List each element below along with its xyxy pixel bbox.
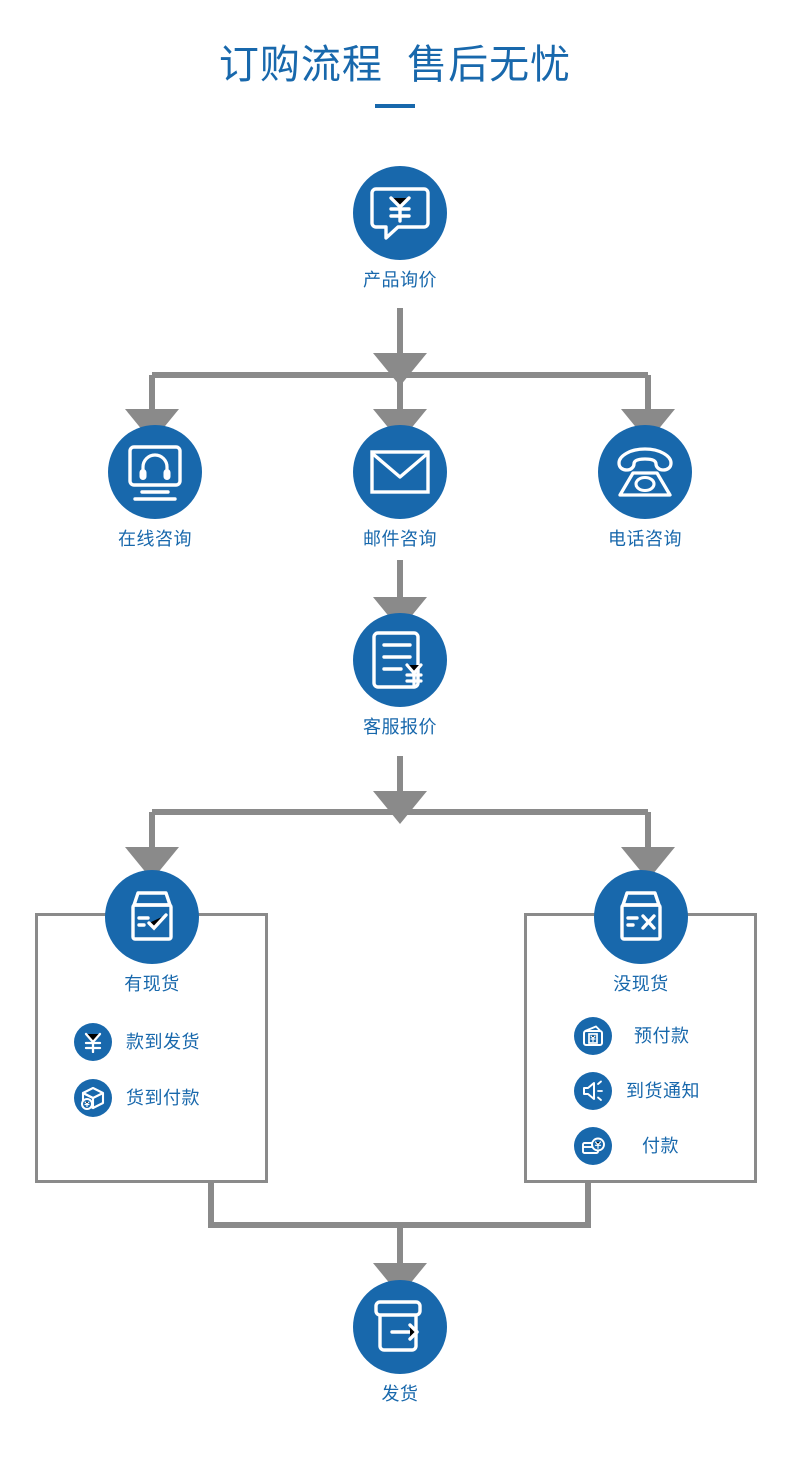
node-shipment[interactable]: 发货 (310, 1280, 490, 1405)
list-item-payment[interactable]: 付款 (574, 1126, 700, 1166)
card-yen-icon (574, 1127, 612, 1165)
title-underline-rule (375, 104, 415, 108)
envelope-icon (353, 425, 447, 519)
wallet-yen-icon (574, 1017, 612, 1055)
node-phone-consult[interactable]: 电话咨询 (555, 425, 735, 550)
node-label: 有现货 (124, 974, 180, 994)
node-email-consult[interactable]: 邮件咨询 (310, 425, 490, 550)
node-label: 电话咨询 (608, 529, 682, 549)
node-service-quote[interactable]: 客服报价 (310, 613, 490, 738)
page-title: 订购流程 售后无忧 (218, 43, 572, 87)
node-product-inquiry[interactable]: 产品询价 (310, 166, 490, 291)
yen-circle-icon (74, 1023, 112, 1061)
monitor-headset-icon (108, 425, 202, 519)
speech-bubble-yen-icon (353, 166, 447, 260)
list-item-label: 预付款 (634, 1026, 690, 1046)
parcel-yen-icon (74, 1079, 112, 1117)
node-out-of-stock[interactable]: 没现货 (551, 870, 731, 995)
list-item-cash-on-delivery[interactable]: 货到付款 (74, 1078, 200, 1118)
list-item-label: 付款 (642, 1136, 679, 1156)
list-item-pay-then-ship[interactable]: 款到发货 (74, 1022, 200, 1062)
node-label: 没现货 (613, 974, 669, 994)
in-stock-option-list: 款到发货 货到付款 (74, 1022, 200, 1134)
node-label: 产品询价 (363, 270, 437, 290)
node-label: 在线咨询 (118, 529, 192, 549)
out-of-stock-option-list: 预付款 到货通知 (574, 1016, 700, 1166)
box-cross-icon (594, 870, 688, 964)
document-yen-icon (353, 613, 447, 707)
list-item-label: 款到发货 (126, 1032, 200, 1052)
box-arrow-out-icon (353, 1280, 447, 1374)
box-check-icon (105, 870, 199, 964)
node-label: 客服报价 (363, 717, 437, 737)
telephone-icon (598, 425, 692, 519)
list-item-label: 到货通知 (626, 1081, 700, 1101)
node-label: 邮件咨询 (363, 529, 437, 549)
speaker-notify-icon (574, 1072, 612, 1110)
list-item-label: 货到付款 (126, 1088, 200, 1108)
node-label: 发货 (381, 1384, 419, 1404)
node-online-consult[interactable]: 在线咨询 (65, 425, 245, 550)
list-item-prepayment[interactable]: 预付款 (574, 1016, 700, 1056)
node-in-stock[interactable]: 有现货 (62, 870, 242, 995)
list-item-arrival-notice[interactable]: 到货通知 (574, 1071, 700, 1111)
